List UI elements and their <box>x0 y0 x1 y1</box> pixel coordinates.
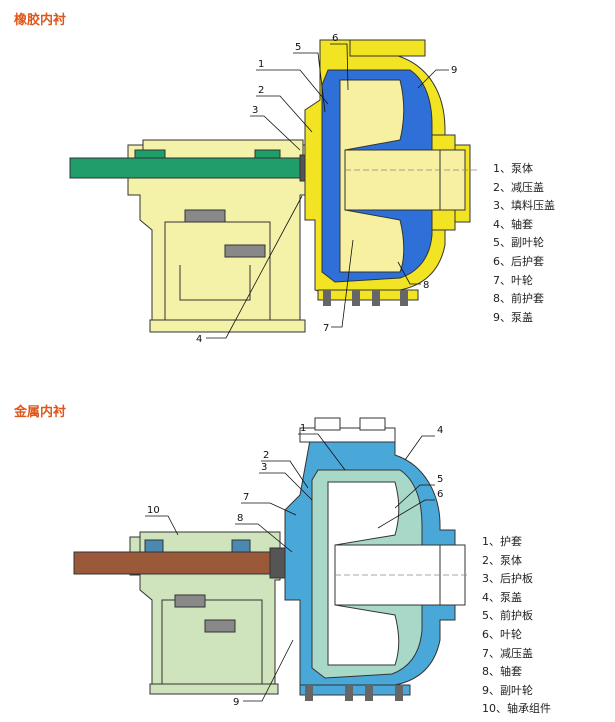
legend-rubber-item: 4、轴套 <box>493 217 533 231</box>
metal-callouts: 1 2 3 4 5 6 7 8 9 10 <box>145 423 443 708</box>
legend-rubber: 1、泵体 2、减压盖 3、填料压盖 4、轴套 5、副叶轮 6、后护套 7、叶轮 … <box>493 160 555 327</box>
callout-metal-3: 3 <box>261 462 267 473</box>
legend-metal-item: 2、泵体 <box>482 553 522 567</box>
callout-metal-2: 2 <box>263 450 269 461</box>
rubber-pump-drawing <box>69 39 478 333</box>
legend-rubber-item: 5、副叶轮 <box>493 236 544 250</box>
callout-rubber-3: 3 <box>252 105 258 116</box>
callout-metal-4: 4 <box>437 425 443 436</box>
callout-metal-8: 8 <box>237 513 243 524</box>
legend-metal-item: 10、轴承组件 <box>482 702 551 716</box>
callout-metal-1: 1 <box>300 423 306 434</box>
callout-rubber-9: 9 <box>451 65 457 76</box>
callout-rubber-7: 7 <box>323 323 329 334</box>
legend-metal-item: 8、轴套 <box>482 665 522 679</box>
legend-metal-item: 6、叶轮 <box>482 627 522 641</box>
legend-rubber-item: 1、泵体 <box>493 162 533 175</box>
rubber-callouts: 1 2 3 4 5 6 7 8 9 <box>196 33 457 345</box>
legend-metal: 1、护套 2、泵体 3、后护板 4、泵盖 5、前护板 6、叶轮 7、减压盖 8、… <box>482 533 551 719</box>
callout-metal-5: 5 <box>437 474 443 485</box>
legend-rubber-item: 7、叶轮 <box>493 273 533 287</box>
legend-rubber-item: 9、泵盖 <box>493 310 533 324</box>
section-title-metal: 金属内衬 <box>14 405 67 420</box>
callout-rubber-4: 4 <box>196 334 202 345</box>
metal-pump-drawing <box>73 417 470 701</box>
legend-metal-item: 1、护套 <box>482 535 522 548</box>
callout-rubber-8: 8 <box>423 280 429 291</box>
legend-rubber-item: 3、填料压盖 <box>493 199 555 213</box>
legend-metal-item: 3、后护板 <box>482 572 533 586</box>
legend-rubber-item: 2、减压盖 <box>493 180 544 194</box>
callout-rubber-5: 5 <box>295 42 301 53</box>
callout-metal-10: 10 <box>147 505 160 516</box>
legend-metal-item: 5、前护板 <box>482 609 533 623</box>
callout-rubber-1: 1 <box>258 59 264 70</box>
legend-metal-item: 7、减压盖 <box>482 646 533 660</box>
callout-rubber-2: 2 <box>258 85 264 96</box>
legend-metal-item: 9、副叶轮 <box>482 683 533 697</box>
callout-metal-6: 6 <box>437 489 443 500</box>
legend-rubber-item: 6、后护套 <box>493 254 544 268</box>
legend-rubber-item: 8、前护套 <box>493 292 544 306</box>
callout-metal-7: 7 <box>243 492 249 503</box>
callout-metal-9: 9 <box>233 697 239 708</box>
legend-metal-item: 4、泵盖 <box>482 590 522 604</box>
section-title-rubber: 橡胶内衬 <box>14 13 67 28</box>
callout-rubber-6: 6 <box>332 33 338 44</box>
